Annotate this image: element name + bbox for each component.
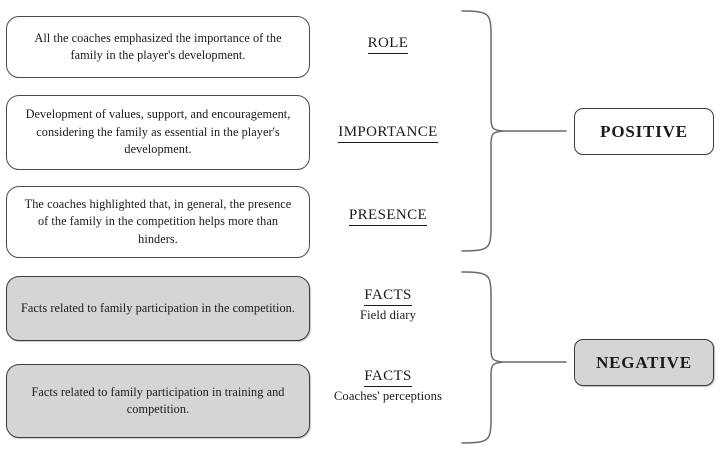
statement-card-presence[interactable]: The coaches highlighted that, in general…	[6, 186, 310, 258]
category-label-presence[interactable]: PRESENCE	[320, 206, 456, 226]
statement-text: Development of values, support, and enco…	[25, 107, 291, 157]
statement-text: Facts related to family participation in…	[21, 300, 295, 315]
brace-negative-icon	[461, 271, 504, 444]
brace-positive-icon	[461, 10, 504, 252]
category-subtitle: Field diary	[359, 307, 416, 322]
category-subtitle: Coaches' perceptions	[333, 388, 443, 403]
category-label-facts-field-diary[interactable]: FACTS Field diary	[320, 286, 456, 323]
category-title: PRESENCE	[348, 206, 428, 226]
outcome-box-positive[interactable]: POSITIVE	[574, 108, 714, 155]
statement-card-facts-coaches-perceptions[interactable]: Facts related to family participation in…	[6, 364, 310, 438]
outcome-label: POSITIVE	[600, 121, 688, 141]
category-title: FACTS	[364, 367, 412, 387]
statement-card-importance[interactable]: Development of values, support, and enco…	[6, 95, 310, 170]
category-label-role[interactable]: ROLE	[320, 34, 456, 54]
outcome-label: NEGATIVE	[596, 352, 692, 372]
outcome-box-negative[interactable]: NEGATIVE	[574, 339, 714, 386]
category-label-importance[interactable]: IMPORTANCE	[320, 123, 456, 143]
statement-card-facts-field-diary[interactable]: Facts related to family participation in…	[6, 276, 310, 341]
statement-text: Facts related to family participation in…	[31, 384, 285, 416]
category-title: FACTS	[364, 286, 412, 306]
statement-card-role[interactable]: All the coaches emphasized the importanc…	[6, 16, 310, 78]
statement-text: All the coaches emphasized the importanc…	[34, 30, 282, 62]
statement-text: The coaches highlighted that, in general…	[24, 196, 292, 246]
category-label-facts-coaches-perceptions[interactable]: FACTS Coaches' perceptions	[320, 367, 456, 404]
category-title: ROLE	[367, 34, 409, 54]
category-title: IMPORTANCE	[338, 123, 438, 143]
